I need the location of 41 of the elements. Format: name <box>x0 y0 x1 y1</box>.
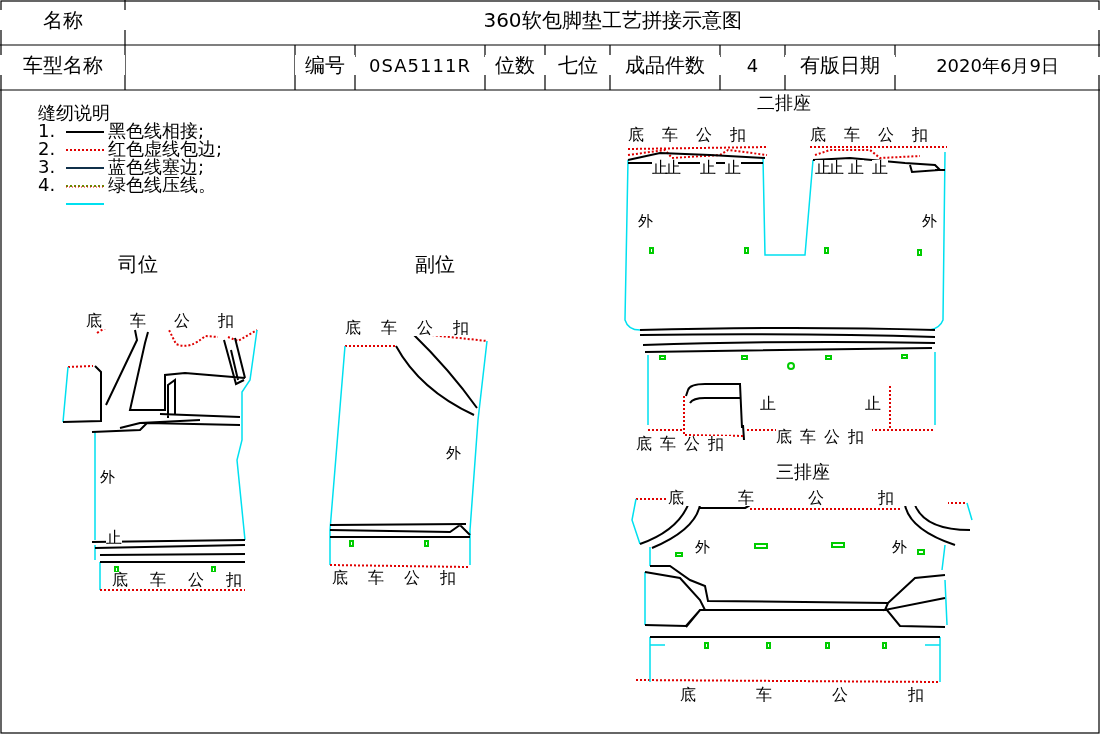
section-title: 副位 <box>415 254 455 274</box>
section-title: 二排座 <box>757 94 811 112</box>
table-header-text: 编号 <box>295 55 355 75</box>
stop-mark-text: 止 <box>865 396 881 412</box>
legend-number: 3. <box>38 158 56 176</box>
stop-mark-text: 止止 <box>815 160 841 176</box>
hem-label: 底车公扣 <box>776 429 872 445</box>
table-header-text: 车型名称 <box>0 55 125 75</box>
legend-number: 2. <box>38 140 56 158</box>
table-header-text: 有版日期 <box>785 55 895 75</box>
legend-heading: 缝纫说明 <box>38 104 110 122</box>
outer-side-mark: 外 <box>922 214 937 229</box>
outer-side-mark: 外 <box>446 446 461 461</box>
table-value-text: 0SA5111R <box>355 57 485 75</box>
outer-side-mark: 外 <box>100 470 115 485</box>
table-value-text: 2020年6月9日 <box>895 57 1100 75</box>
stop-mark-text: 止 <box>848 160 864 176</box>
legend-text: 蓝色线塞边; <box>108 158 205 176</box>
outer-side-mark: 外 <box>695 540 710 555</box>
table-header-text: 名称 <box>0 10 125 30</box>
table-header-text: 位数 <box>485 55 545 75</box>
legend-number: 4. <box>38 176 56 194</box>
outer-side-mark: 外 <box>892 540 907 555</box>
table-value-text: 七位 <box>545 55 610 75</box>
section-title: 三排座 <box>776 463 830 481</box>
stop-mark-text: 止 <box>725 160 741 176</box>
table-header-text: 成品件数 <box>610 55 720 75</box>
hem-label: 底车公扣 <box>636 436 732 452</box>
legend-text: 黑色线相接; <box>108 122 205 140</box>
stop-mark-text: 止 <box>106 530 122 546</box>
stop-mark-text: 止 <box>872 160 888 176</box>
table-value-text: 4 <box>720 57 785 75</box>
hem-label: 底车公扣 <box>668 490 948 506</box>
stop-mark-text: 止止 <box>652 160 678 176</box>
outer-side-mark: 外 <box>638 214 653 229</box>
stop-mark-text: 止 <box>760 396 776 412</box>
legend-number: 1. <box>38 122 56 140</box>
legend-text: 红色虚线包边; <box>108 140 223 158</box>
section-title: 司位 <box>118 254 158 274</box>
table-title-text: 360软包脚垫工艺拼接示意图 <box>125 10 1100 30</box>
stop-mark-text: 止 <box>700 160 716 176</box>
